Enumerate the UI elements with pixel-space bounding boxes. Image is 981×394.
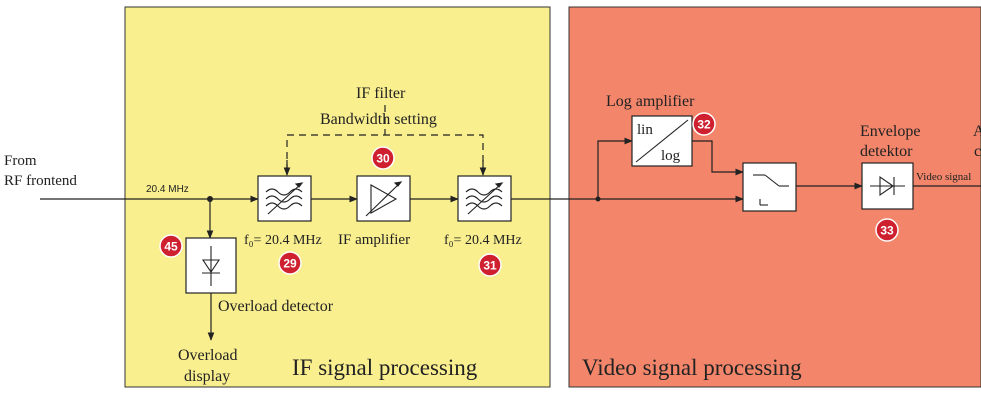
signal-line-to-log (597, 137, 633, 199)
overload-display-line2: display (184, 368, 230, 385)
cut-off-label-c: c (974, 143, 981, 160)
badge-45: 45 (159, 234, 183, 258)
svg-text:45: 45 (164, 240, 178, 254)
diode-icon (870, 175, 905, 197)
if-section-title: IF signal processing (292, 355, 478, 380)
envelope-detector (861, 162, 914, 210)
log-amplifier: lin log (631, 115, 693, 167)
badge-31: 31 (478, 253, 502, 277)
bandwidth-setting-label: Bandwidth setting (320, 111, 437, 128)
svg-text:32: 32 (697, 118, 711, 132)
input-label-from: From (4, 153, 37, 169)
amplifier-label: IF amplifier (338, 232, 410, 248)
if-filter-1 (257, 175, 312, 222)
svg-text:33: 33 (880, 224, 894, 238)
badge-32: 32 (692, 112, 716, 136)
filter2-frequency-label: f₀= 20.4 MHz (444, 233, 522, 248)
log-amp-log-label: log (661, 148, 681, 164)
svg-text:30: 30 (376, 152, 390, 166)
log-amplifier-title: Log amplifier (606, 93, 695, 110)
if-filter-2 (457, 175, 512, 222)
video-signal-label: Video signal (916, 171, 971, 183)
amplifier-icon (365, 181, 403, 217)
if-filter-label: IF filter (356, 85, 406, 102)
envelope-label-line1: Envelope (860, 123, 920, 140)
video-section-title: Video signal processing (582, 355, 802, 380)
svg-text:31: 31 (483, 259, 497, 273)
overload-detector-label: Overload detector (218, 298, 334, 315)
svg-text:29: 29 (283, 257, 297, 271)
switch-icon (753, 174, 789, 206)
overload-detector (185, 237, 237, 294)
if-amplifier (356, 175, 411, 222)
filter-icon (465, 182, 504, 215)
signal-switch (742, 162, 797, 212)
badge-29: 29 (278, 251, 302, 275)
badge-30: 30 (371, 146, 395, 170)
filter1-frequency-label: f₀= 20.4 MHz (244, 233, 322, 248)
filter-icon (265, 182, 304, 215)
diode-icon (201, 246, 221, 286)
input-label-rf-frontend: RF frontend (4, 173, 77, 189)
envelope-label-line2: detektor (860, 143, 913, 160)
overload-display-line1: Overload (178, 347, 238, 364)
cut-off-label-a: A (973, 123, 981, 140)
signal-line-log-switch (692, 140, 744, 176)
badge-33: 33 (875, 218, 899, 242)
input-frequency-label: 20.4 MHz (146, 184, 189, 195)
log-amp-lin-label: lin (637, 122, 653, 138)
